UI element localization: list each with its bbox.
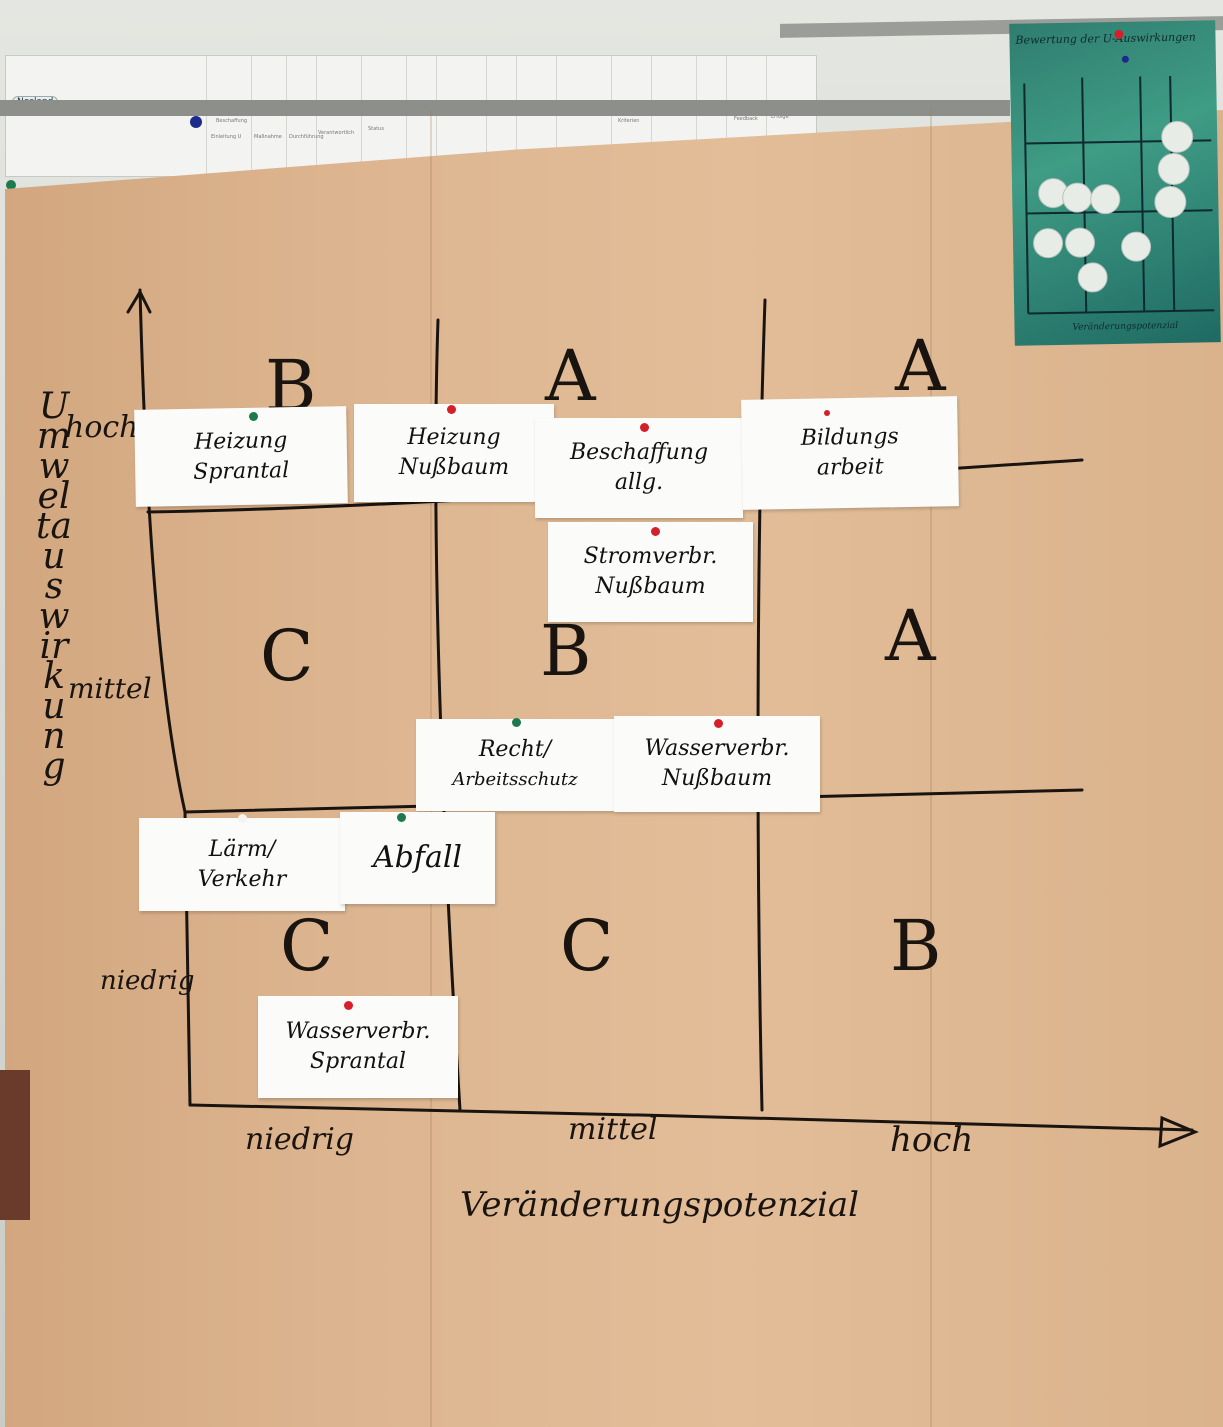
table-header-7: Kriterien (618, 118, 640, 124)
topic-card[interactable]: Abfall (340, 812, 495, 904)
topic-card[interactable]: Lärm/ Verkehr (139, 818, 345, 911)
pushpin-red (714, 719, 723, 728)
pushpin-green (397, 813, 406, 822)
table-header-6: Status (368, 126, 384, 132)
grid-line-v1 (434, 318, 462, 1112)
y-axis-title: Umweltauswirkung (36, 386, 72, 787)
y-axis-line (138, 288, 192, 1107)
topic-card[interactable]: Heizung Nußbaum (354, 404, 554, 502)
x-level-mid: mittel (568, 1112, 658, 1147)
pushpin-white (238, 814, 247, 823)
x-axis-title: Veränderungspotenzial (460, 1185, 859, 1225)
table-header-4: Durchführung (289, 134, 324, 140)
table-header-3: Maßnahme (254, 134, 282, 140)
card-line-1: Wasserverbr. (285, 1019, 431, 1044)
grade-high-mid: A (545, 335, 596, 417)
pushpin-green (249, 412, 258, 421)
table-header-1: Beschaffung (216, 118, 248, 124)
grade-mid-low: C (260, 615, 314, 697)
grade-low-high: B (890, 905, 942, 987)
grade-high-high: A (895, 325, 946, 407)
card-line-2: Arbeitsschutz (452, 769, 578, 790)
topic-card[interactable]: Bildungs arbeit (741, 396, 959, 510)
topic-card[interactable]: Recht/ Arbeitsschutz (416, 719, 614, 811)
card-line-1: Abfall (372, 840, 463, 875)
grade-mid-mid: B (540, 610, 592, 692)
y-level-high: hoch (65, 410, 139, 445)
x-axis-line (188, 1103, 1194, 1132)
card-line-2: allg. (614, 470, 664, 495)
pushpin-red (640, 423, 649, 432)
card-line-1: Recht/ (478, 737, 552, 762)
pushpin-blue (190, 116, 202, 128)
table-header-5: Verantwortlich (318, 130, 355, 136)
topic-card[interactable]: Wasserverbr. Nußbaum (614, 716, 820, 812)
pushpin-red (824, 410, 830, 416)
y-level-mid: mittel (68, 672, 152, 705)
card-line-1: Lärm/ (208, 836, 276, 862)
x-level-high: hoch (890, 1120, 974, 1160)
wall-rail (0, 100, 1010, 116)
card-line-2: Nußbaum (595, 574, 706, 599)
pushpin-red (447, 405, 456, 414)
card-line-1: Heizung (407, 425, 501, 450)
card-line-2: Nußbaum (398, 455, 510, 480)
door-frame (0, 1070, 30, 1220)
table-header-8: Feedback (734, 116, 758, 122)
pushpin-red (344, 1001, 353, 1010)
table-header-2: Einleitung U (211, 134, 242, 140)
grade-low-low: C (280, 905, 334, 987)
y-axis-arrow (126, 288, 152, 314)
paper-crease (930, 110, 932, 1427)
card-line-2: Nußbaum (661, 766, 773, 791)
grid-line-v2 (756, 298, 767, 1112)
table-header-9: Erfolge (771, 114, 789, 120)
y-level-low: niedrig (100, 966, 195, 996)
pushpin-green (512, 718, 521, 727)
topic-card[interactable]: Stromverbr. Nußbaum (548, 522, 753, 622)
card-line-1: Heizung (193, 427, 288, 455)
pushpin-green (6, 180, 16, 190)
reference-poster: Bewertung der U-Auswirkungen Veränderung… (1009, 20, 1221, 346)
card-line-1: Stromverbr. (583, 544, 718, 569)
card-line-2: arbeit (816, 454, 884, 481)
card-line-1: Beschaffung (569, 440, 709, 465)
topic-card[interactable]: Beschaffung allg. (535, 418, 743, 518)
grade-low-mid: C (560, 905, 614, 987)
topic-card[interactable]: Wasserverbr. Sprantal (258, 996, 458, 1098)
card-line-2: Verkehr (197, 866, 287, 892)
topic-card[interactable]: Heizung Sprantal (134, 406, 348, 507)
grade-mid-high: A (885, 595, 936, 677)
card-line-2: Sprantal (310, 1049, 406, 1074)
pushpin-red (651, 527, 660, 536)
x-axis-arrow (1158, 1115, 1199, 1149)
card-line-1: Wasserverbr. (644, 736, 790, 761)
x-level-low: niedrig (245, 1122, 355, 1157)
card-line-2: Sprantal (193, 457, 290, 485)
card-line-1: Bildungs (800, 424, 899, 451)
